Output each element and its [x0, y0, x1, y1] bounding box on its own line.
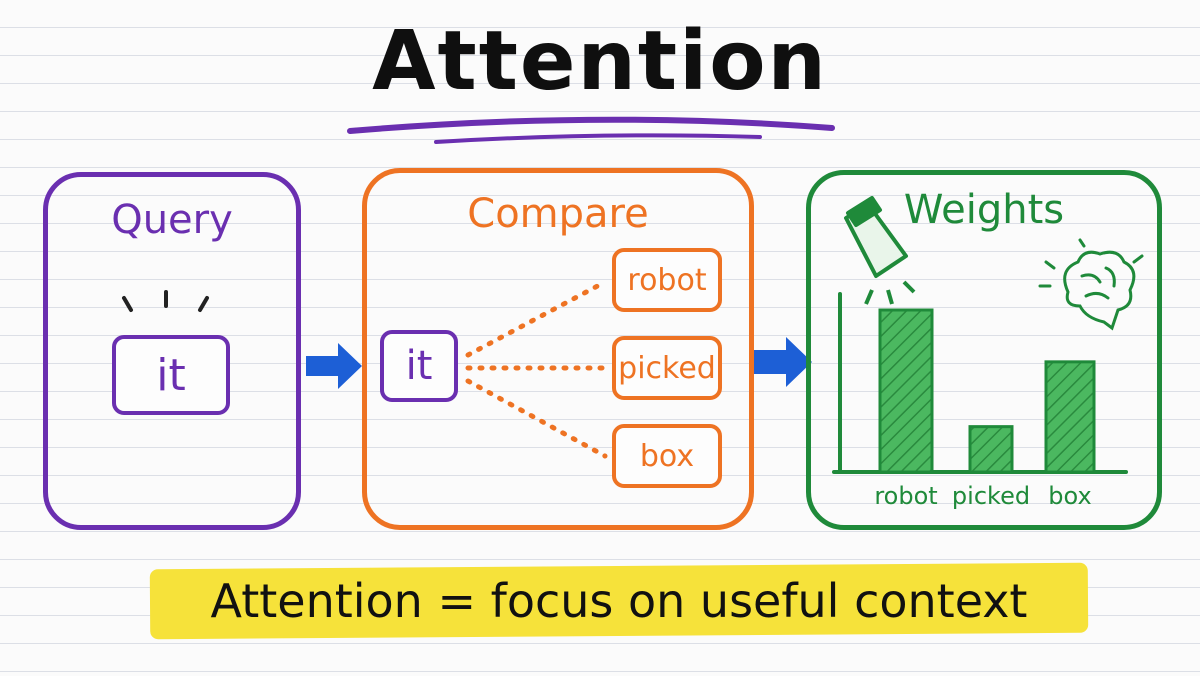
arrow-compare-to-weights — [752, 337, 812, 387]
bar-label-picked: picked — [951, 482, 1031, 510]
weight-bar-box — [1044, 360, 1096, 474]
query-emphasis-ticks — [122, 290, 209, 312]
query-panel: Query it — [43, 172, 301, 530]
key-token-robot: robot — [612, 248, 722, 312]
title-underline — [347, 116, 835, 134]
compare-query-token: it — [380, 330, 458, 402]
bar-label-robot: robot — [874, 482, 938, 510]
weights-panel: Weights — [806, 170, 1162, 530]
weight-bar-robot — [878, 308, 934, 474]
brain-icon — [1038, 238, 1144, 331]
weight-bar-picked — [968, 425, 1014, 474]
arrow-query-to-compare — [306, 343, 362, 389]
compare-panel: Compare — [362, 168, 754, 530]
bar-label-box: box — [1048, 482, 1092, 510]
summary-text: Attention = focus on useful context — [210, 574, 1028, 628]
spotlight-icon — [844, 196, 916, 305]
page-title: Attention — [372, 14, 828, 109]
key-token-box: box — [612, 424, 722, 488]
query-token-box: it — [112, 335, 230, 415]
weights-bars — [878, 308, 1096, 474]
weights-panel-title: Weights — [903, 187, 1065, 233]
compare-panel-title: Compare — [467, 191, 649, 237]
title-underline-second — [434, 133, 762, 144]
key-token-picked: picked — [612, 336, 722, 400]
query-panel-title: Query — [111, 197, 233, 243]
comparison-lines — [465, 279, 608, 459]
